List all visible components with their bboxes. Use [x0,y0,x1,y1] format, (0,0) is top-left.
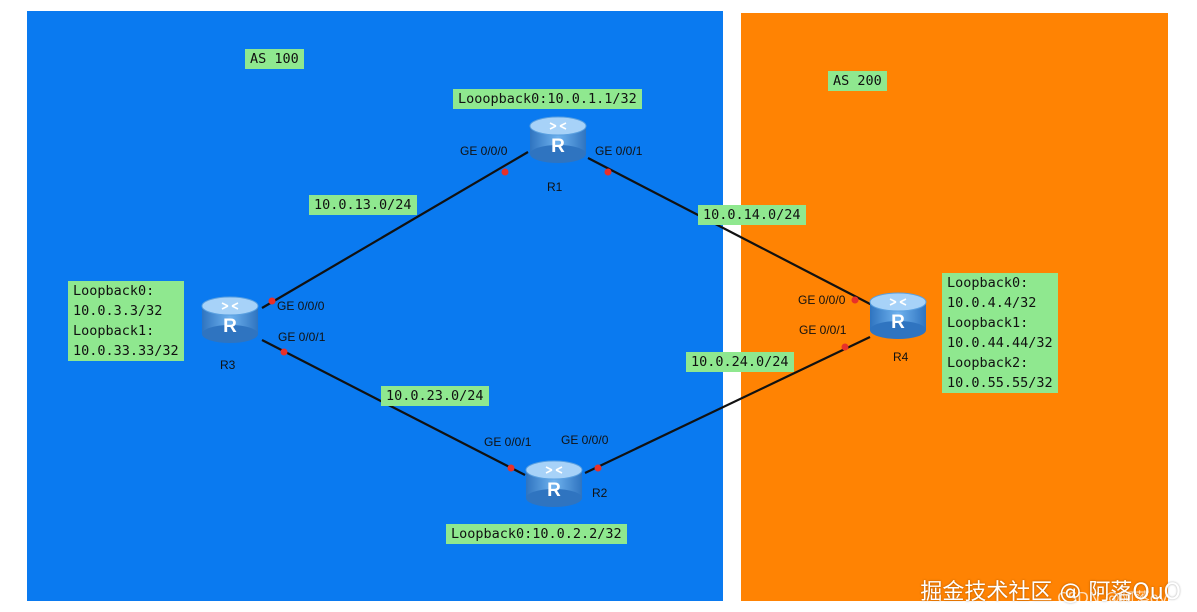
svg-text:R: R [223,316,237,337]
router-icon: R [869,292,927,339]
watermark-juejin: 掘金技术社区 @ 阿落OuO [920,580,1181,605]
loopback-label-r3: Loopback0: 10.0.3.3/32 Loopback1: 10.0.3… [68,281,184,361]
port-label-r4-ge000: GE 0/0/0 [798,293,846,307]
router-r1[interactable]: R [528,116,588,164]
port-label-r2-ge001: GE 0/0/1 [484,435,532,449]
watermark-csdn: CSDN @阿落ovo [1057,589,1177,607]
network-label-r1-r3: 10.0.13.0/24 [309,195,417,215]
link-r3-r1 [261,151,529,309]
network-label-r1-r4: 10.0.14.0/24 [698,205,806,225]
router-name-r2: R2 [592,486,608,500]
port-label-r3-ge000: GE 0/0/0 [277,299,325,313]
router-name-r3: R3 [220,358,236,372]
port-label-r2-ge000: GE 0/0/0 [561,433,609,447]
port-dot-r1-ge001 [604,168,612,176]
port-dot-r4-ge001 [841,343,849,351]
port-dot-r1-ge000 [501,168,509,176]
port-dot-r3-ge000 [268,297,276,305]
svg-text:R: R [551,136,565,157]
port-dot-r2-ge001 [507,464,515,472]
loopback-label-r4: Loopback0: 10.0.4.4/32 Loopback1: 10.0.4… [942,273,1058,393]
network-label-r2-r4: 10.0.24.0/24 [686,352,794,372]
svg-text:R: R [891,312,905,333]
port-label-r1-ge000: GE 0/0/0 [460,144,508,158]
as100-label: AS 100 [245,49,304,69]
as200-label: AS 200 [828,71,887,91]
router-r3[interactable]: R [200,296,260,344]
port-dot-r4-ge000 [851,296,859,304]
port-label-r4-ge001: GE 0/0/1 [799,323,847,337]
router-icon: R [201,296,259,343]
router-r4[interactable]: R [868,292,928,340]
loopback-label-r2: Loopback0:10.0.2.2/32 [446,524,627,544]
port-label-r1-ge001: GE 0/0/1 [595,144,643,158]
router-name-r1: R1 [547,180,563,194]
port-label-r3-ge001: GE 0/0/1 [278,330,326,344]
network-label-r2-r3: 10.0.23.0/24 [381,386,489,406]
loopback-label-r1: Looopback0:10.0.1.1/32 [453,89,642,109]
link-r3-r2 [261,339,526,476]
port-dot-r3-ge001 [280,348,288,356]
svg-text:R: R [547,480,561,501]
port-dot-r2-ge000 [594,464,602,472]
router-name-r4: R4 [893,350,909,364]
link-r2-r4 [584,336,871,474]
router-icon: R [525,460,583,507]
router-r2[interactable]: R [524,460,584,508]
router-icon: R [529,116,587,163]
link-r1-r4 [587,157,873,306]
